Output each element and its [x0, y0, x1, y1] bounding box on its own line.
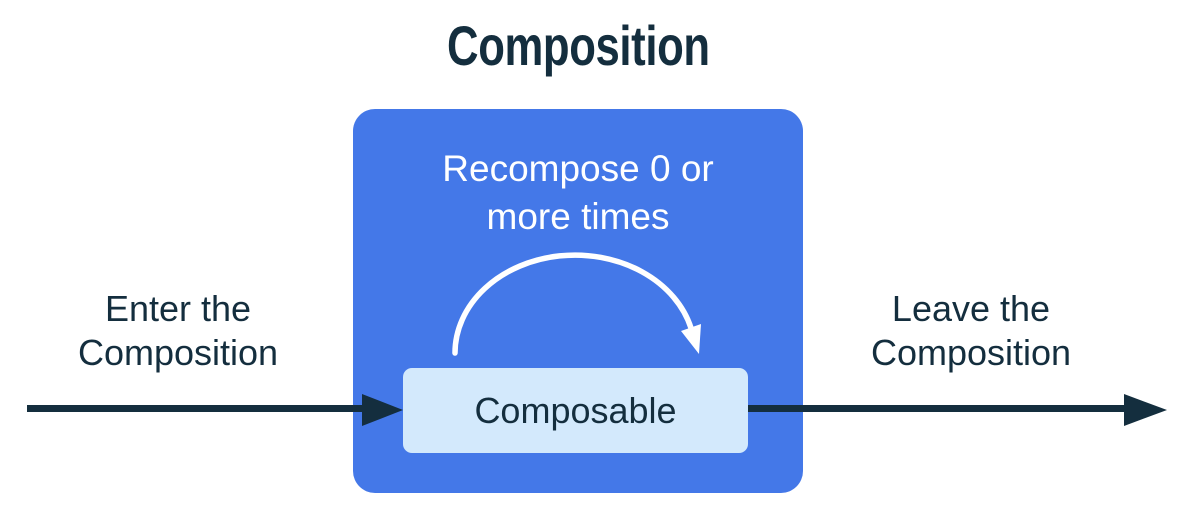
- enter-arrow-head-icon: [362, 394, 403, 426]
- composable-label: Composable: [474, 389, 677, 431]
- leave-label-line1: Leave the: [891, 288, 1051, 329]
- diagram-title: Composition: [353, 8, 803, 82]
- composition-box: Recompose 0 or more times Composable: [353, 109, 803, 493]
- recompose-label-line2: more times: [486, 196, 670, 237]
- enter-label-line2: Composition: [77, 332, 279, 373]
- leave-arrow-head-icon: [1124, 394, 1167, 426]
- recompose-label-line1: Recompose 0 or: [442, 148, 714, 189]
- leave-arrow-line: [748, 405, 1128, 412]
- enter-arrow-line: [27, 405, 363, 412]
- leave-composition-label: Leave the Composition: [821, 287, 1121, 375]
- diagram-title-text: Composition: [446, 13, 710, 77]
- composable-box: Composable: [403, 368, 748, 453]
- enter-label-line1: Enter the: [104, 288, 252, 329]
- enter-composition-label: Enter the Composition: [28, 287, 328, 375]
- recompose-label: Recompose 0 or more times: [353, 145, 803, 241]
- leave-label-line2: Composition: [870, 332, 1072, 373]
